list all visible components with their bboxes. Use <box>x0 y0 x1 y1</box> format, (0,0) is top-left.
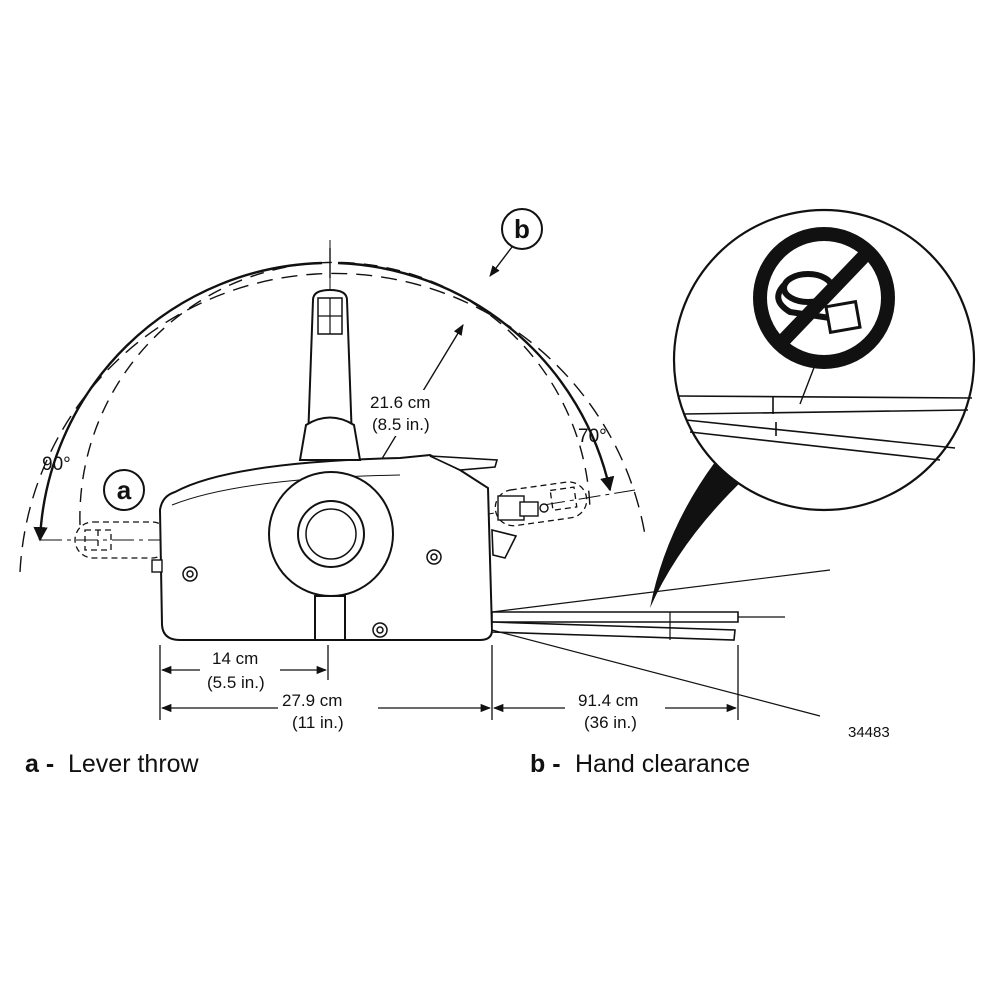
length-imperial-label: (11 in.) <box>292 713 344 732</box>
throw-arc-90 <box>33 261 323 542</box>
magnifier-pointer <box>650 462 745 608</box>
callout-b-letter: b <box>514 214 530 244</box>
legend-item-b: b - Hand clearance <box>530 750 750 778</box>
angle-70-label: 70° <box>578 426 607 447</box>
legend-text-a: Lever throw <box>68 750 200 778</box>
lever-throw-arcs <box>19 248 646 573</box>
legend-text-b: Hand clearance <box>575 750 750 778</box>
cable-clearance-lines <box>491 569 831 717</box>
throw-arc-70 <box>337 261 615 492</box>
outer-clearance-arc <box>19 272 646 573</box>
callout-a: a <box>103 469 145 511</box>
angle-90-label: 90° <box>42 454 71 475</box>
clearance-metric-label: 91.4 cm <box>578 691 638 710</box>
clearance-imperial-label: (36 in.) <box>584 713 637 732</box>
control-cables <box>491 611 739 641</box>
control-lever <box>298 288 362 461</box>
legend-key-b: b - <box>530 750 561 778</box>
radius-metric-label: 21.6 cm <box>370 393 430 412</box>
neutral-lock <box>314 595 346 641</box>
inner-clearance-arc <box>79 261 591 526</box>
callout-b: b <box>489 208 543 277</box>
lever-pivot-hub <box>268 471 394 597</box>
radius-imperial-label: (8.5 in.) <box>372 415 430 434</box>
figure-number: 34483 <box>848 724 890 741</box>
legend-key-a: a - <box>25 750 54 778</box>
dimension-label-backgrounds <box>200 390 665 734</box>
pivot-imperial-label: (5.5 in.) <box>207 673 265 692</box>
right-lever-stem <box>497 495 549 521</box>
lever-alternate-positions <box>74 481 588 559</box>
pivot-metric-label: 14 cm <box>212 649 258 668</box>
callout-a-letter: a <box>117 475 132 505</box>
length-metric-label: 27.9 cm <box>282 691 342 710</box>
housing-screws <box>182 549 442 638</box>
no-cable-tie-icon <box>753 227 895 369</box>
legend-item-a: a - Lever throw <box>25 750 200 778</box>
